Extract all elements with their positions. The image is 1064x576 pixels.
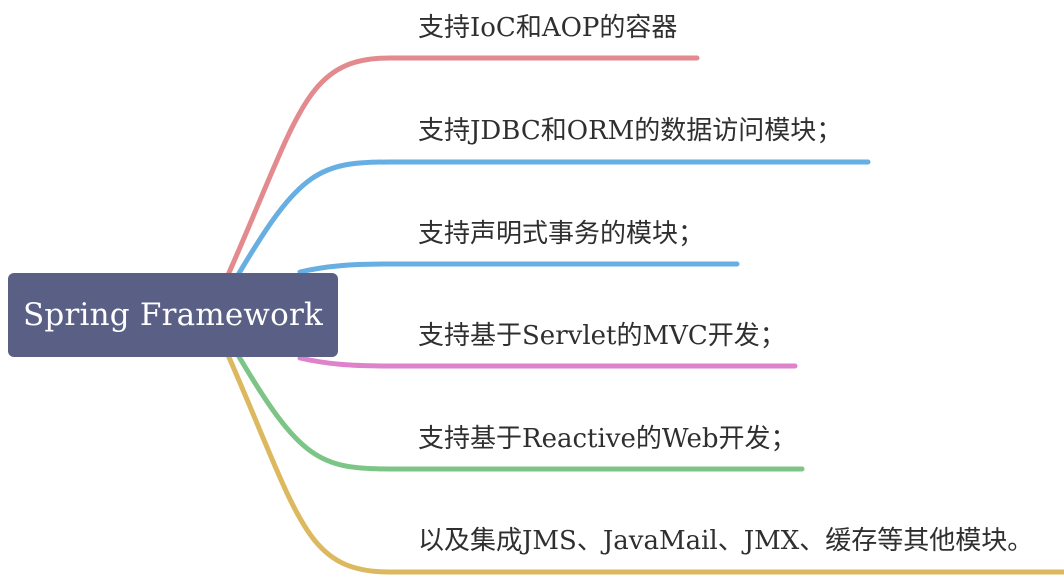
branch-label-other-integrations[interactable]: 以及集成JMS、JavaMail、JMX、缓存等其他模块。 <box>418 526 1034 556</box>
branch-line-reactive-web <box>235 352 805 472</box>
root-node[interactable]: Spring Framework <box>8 273 338 357</box>
branch-label-servlet-mvc[interactable]: 支持基于Servlet的MVC开发； <box>418 321 786 351</box>
branch-line-servlet-mvc <box>297 355 798 369</box>
branch-line-transaction <box>297 261 740 275</box>
branch-label-data-access[interactable]: 支持JDBC和ORM的数据访问模块； <box>418 116 843 146</box>
branch-label-reactive-web[interactable]: 支持基于Reactive的Web开发； <box>418 424 797 454</box>
branch-label-transaction[interactable]: 支持声明式事务的模块； <box>418 219 705 249</box>
branch-line-data-access <box>235 159 871 278</box>
branch-line-ioc-aop-container <box>225 55 700 278</box>
root-node-label: Spring Framework <box>22 297 324 333</box>
branch-line-other-integrations <box>225 352 1064 575</box>
branch-label-ioc-aop-container[interactable]: 支持IoC和AOP的容器 <box>418 13 678 43</box>
branch-lines <box>225 55 1064 575</box>
